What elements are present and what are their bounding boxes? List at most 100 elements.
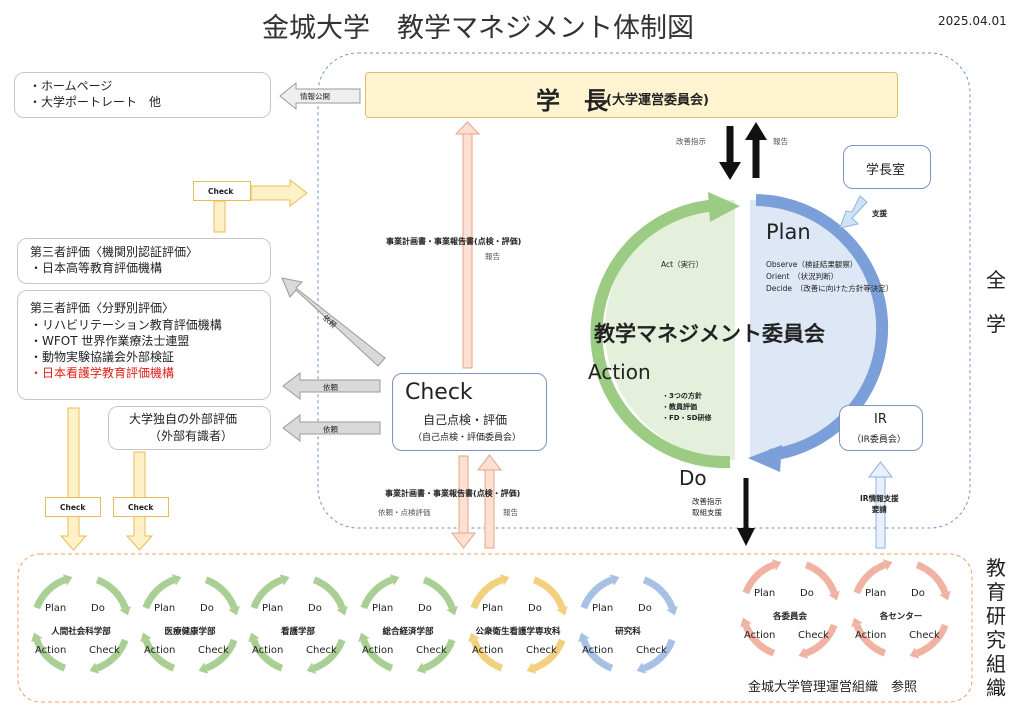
third-party-field-title: 第三者評価〈分野別評価〉 (30, 301, 175, 315)
dept-cycle-check: Check (89, 645, 120, 656)
dept-cycle-arc (532, 576, 566, 610)
dept-cycle-arrowhead (89, 662, 100, 674)
committee-action: Action (588, 360, 651, 384)
side-char: 究 (986, 628, 1006, 652)
dept-cycle-do: Do (200, 603, 214, 614)
ir-box: IR （IR委員会） (839, 405, 923, 451)
request-label-mid: 依頼 (323, 383, 338, 392)
support-label: 支援 (872, 209, 887, 218)
check-label-text: Check (208, 187, 234, 196)
committee-green-arrowhead (708, 192, 740, 222)
side-char: 全 (986, 268, 1006, 292)
dept-cycle-arc (360, 576, 394, 610)
mgmt-cycle-do: Do (800, 588, 814, 599)
dept-cycle-check: Check (636, 645, 667, 656)
dept-cycle-arrowhead (578, 632, 590, 643)
dept-cycle-plan: Plan (45, 603, 67, 614)
dept-cycle-arc (142, 638, 176, 672)
check-label-down-1: Check (45, 497, 101, 517)
president-title: 学 長 (536, 87, 608, 115)
mgmt-cycle-arc (804, 561, 838, 595)
check-self-eval-box: Check 自己点検・評価 （自己点検・評価委員会） (392, 373, 547, 451)
dept-cycle-plan: Plan (592, 603, 614, 614)
ood-line: Orient （状況判断） (766, 272, 839, 281)
mgmt-cycle-arrowhead (939, 590, 951, 601)
dept-cycle-arrowhead (389, 574, 400, 586)
mgmt-cycle-check: Check (798, 630, 829, 641)
mgmt-cycle-plan: Plan (754, 588, 776, 599)
mgmt-cycle-arrowhead (828, 590, 840, 601)
mgmt-cycle-arrowhead (909, 647, 920, 659)
dept-cycle-do: Do (638, 603, 652, 614)
dept-cycle-do: Do (418, 603, 432, 614)
third-party-inst-box: 第三者評価〈機関別認証評価〉 ・日本高等教育評価機構 (17, 238, 271, 284)
dept-cycle-arc (580, 576, 614, 610)
arrow-up-report-head (745, 122, 767, 140)
dept-cycle-arrowhead (636, 662, 647, 674)
dept-cycle-arrowhead (556, 605, 568, 616)
date-label: 2025.04.01 (938, 14, 1007, 28)
dept-cycle-plan: Plan (154, 603, 176, 614)
dept-cycle-do: Do (528, 603, 542, 614)
dept-cycle-arrowhead (358, 632, 370, 643)
mgmt-cycle-arrowhead (740, 617, 752, 628)
mgmt-cycle-check: Check (909, 630, 940, 641)
dept-cycle-action: Action (362, 645, 394, 656)
president-sub: (大学運営委員会) (606, 93, 709, 108)
mgmt-cycle-arrowhead (798, 647, 809, 659)
ir-title: IR (874, 412, 887, 427)
dept-cycle-do: Do (308, 603, 322, 614)
lower-up-arrow-shaft (484, 467, 495, 549)
arrow-down-do-head (737, 528, 755, 546)
page-title: 金城大学 教学マネジメント体制図 (262, 13, 694, 44)
committee-ood: Observe（検証結果観察） Orient （状況判断） Decide （改善… (766, 259, 893, 295)
committee-left-half (605, 200, 735, 460)
dept-cycle-arc (360, 638, 394, 672)
lower-down-arrow-head (450, 532, 477, 549)
dept-cycle-check: Check (526, 645, 557, 656)
mgmt-cycle-arc (853, 623, 887, 657)
committee-right-half (750, 200, 880, 460)
publish-arrow-label: 情報公開 (300, 92, 330, 101)
check-label-text: Check (128, 503, 154, 512)
dept-cycle-action: Action (582, 645, 614, 656)
dept-cycle-name: 看護学部 (280, 627, 316, 637)
check-box-title: Check (405, 380, 473, 405)
committee-title: 教学マネジメント委員会 (594, 322, 825, 346)
side-char: 織 (986, 676, 1006, 700)
dept-cycle-name: 医療健康学部 (164, 627, 216, 637)
third-party-field-box: 第三者評価〈分野別評価〉 ・リハビリテーション教育評価機構 ・WFOT 世界作業… (17, 290, 271, 400)
dept-cycle-arc (33, 576, 67, 610)
mgmt-ref: 金城大学管理運営組織 参照 (748, 680, 918, 695)
committee-do: Do (679, 466, 707, 490)
side-char: 研 (986, 604, 1006, 628)
support-arrow (839, 195, 868, 229)
mgmt-cycle-arc (742, 561, 776, 595)
upper-report-label: 報告 (485, 252, 500, 261)
check-label-down-2: Check (113, 497, 169, 517)
mgmt-cycle-arc (915, 623, 949, 657)
mgmt-cycle-name: 各委員会 (772, 612, 808, 622)
dept-cycle-arrowhead (609, 574, 620, 586)
lower-plan-report-label: 事業計画書・事業報告書(点検・評価) (385, 489, 521, 498)
dept-cycle-action: Action (35, 645, 67, 656)
check-top-arrow (250, 178, 308, 208)
dept-cycle-arrowhead (306, 662, 317, 674)
dept-cycle-plan: Plan (372, 603, 394, 614)
dept-cycle-arc (422, 576, 456, 610)
dept-cycle-name: 研究科 (615, 627, 641, 637)
request-arrow-diagonal (281, 277, 386, 367)
mgmt-cycle-arc (853, 561, 887, 595)
dept-cycle-arc (470, 638, 504, 672)
mgmt-cycle-action: Action (855, 630, 887, 641)
mgmt-cycle-plan: Plan (865, 588, 887, 599)
dept-cycle-arc (204, 638, 238, 672)
request-arrow-low (282, 413, 381, 443)
dept-cycle-arc (33, 638, 67, 672)
dept-cycle-name: 人間社会科学部 (51, 627, 111, 637)
dept-cycle-arrowhead (171, 574, 182, 586)
lower-up-arrow-head (476, 454, 503, 471)
dept-cycle-action: Action (144, 645, 176, 656)
external-eval-line: 大学独自の外部評価 (129, 412, 238, 426)
